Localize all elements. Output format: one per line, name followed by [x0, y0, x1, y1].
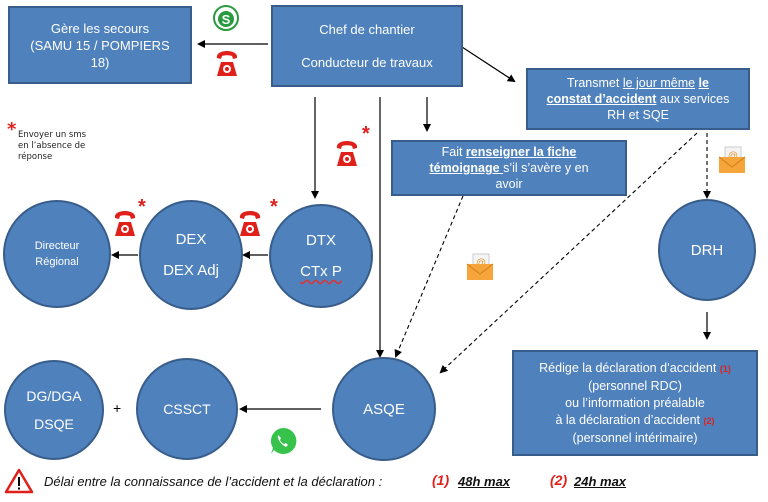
transmet-jour-meme: le jour même — [622, 76, 696, 90]
note-line2: en l’absence de — [18, 141, 86, 151]
asqe-node: ASQE — [332, 357, 436, 461]
red-telephone-icon — [112, 210, 138, 243]
footer-ref-2: (2) — [550, 472, 568, 488]
sms-asterisk: * — [362, 123, 370, 145]
fiche-temoignage: témoignage — [429, 161, 504, 175]
red-telephone-icon — [214, 50, 240, 83]
secours-line1: Gère les secours — [50, 20, 150, 36]
transmet-line3: RH et SQE — [607, 108, 669, 122]
sms-note: * Envoyer un sms en l’absence de réponse — [7, 121, 87, 163]
transmet-le: le — [698, 76, 709, 90]
email-envelope-icon: @ — [463, 252, 497, 287]
transmet-constat: constat d’accident — [546, 92, 657, 106]
chef-de-chantier-box: Chef de chantier Conducteur de travaux — [271, 5, 463, 87]
email-envelope-icon: @ — [715, 145, 749, 180]
dtx-node: DTX CTx P — [269, 204, 373, 308]
fiche-temoignage-box: Fait renseigner la fiche témoignage s’il… — [391, 140, 627, 196]
footer-ref-1: (1) — [432, 472, 450, 488]
red-telephone-icon — [334, 140, 360, 173]
footer-value-24h: 24h max — [574, 474, 627, 489]
transmet-post: aux services — [656, 92, 730, 106]
arrow-chef-to-transmet — [461, 46, 516, 83]
sms-asterisk: * — [270, 196, 278, 218]
svg-text:@: @ — [728, 151, 738, 162]
chef-line2: Conducteur de travaux — [301, 55, 433, 70]
secours-line3: 18) — [90, 54, 110, 70]
fiche-renseigner: renseigner la fiche — [465, 145, 577, 159]
whatsapp-icon — [268, 426, 298, 461]
ref-2: (2) — [703, 415, 715, 426]
secours-box: Gère les secours (SAMU 15 / POMPIERS 18) — [8, 6, 192, 84]
drh-node: DRH — [658, 199, 756, 301]
dg-dga-dsqe-node: DG/DGA DSQE — [4, 360, 104, 460]
directeur-regional-node: Directeur Régional — [3, 200, 111, 308]
warning-triangle-icon — [4, 468, 34, 499]
red-telephone-icon — [237, 210, 263, 243]
sms-asterisk: * — [138, 196, 146, 218]
cssct-node: CSSCT — [136, 358, 238, 460]
footer-delay-text: Délai entre la connaissance de l’acciden… — [44, 474, 383, 489]
note-asterisk: * — [7, 119, 17, 140]
fiche-line3: avoir — [495, 177, 523, 191]
dex-node: DEX DEX Adj — [139, 200, 243, 310]
dashed-arrow-fiche-to-asqe — [394, 195, 464, 358]
secours-line2: (SAMU 15 / POMPIERS — [30, 37, 170, 53]
transmet-pre: Transmet — [567, 76, 623, 90]
svg-text:S: S — [222, 12, 231, 27]
transmet-box: Transmet le jour même le constat d’accid… — [526, 68, 750, 130]
chef-line1: Chef de chantier — [319, 22, 415, 37]
footer-value-48h: 48h max — [458, 474, 511, 489]
redige-declaration-box: Rédige la déclaration d’accident (1) (pe… — [512, 350, 758, 456]
plus-sign: + — [113, 400, 122, 416]
dashed-arrow-transmet-to-asqe — [439, 132, 698, 374]
note-line3: réponse — [18, 152, 53, 162]
samu-logo-icon: S — [213, 5, 239, 36]
note-line1: Envoyer un sms — [18, 130, 87, 140]
ref-1: (1) — [719, 363, 731, 374]
svg-text:@: @ — [476, 258, 486, 269]
